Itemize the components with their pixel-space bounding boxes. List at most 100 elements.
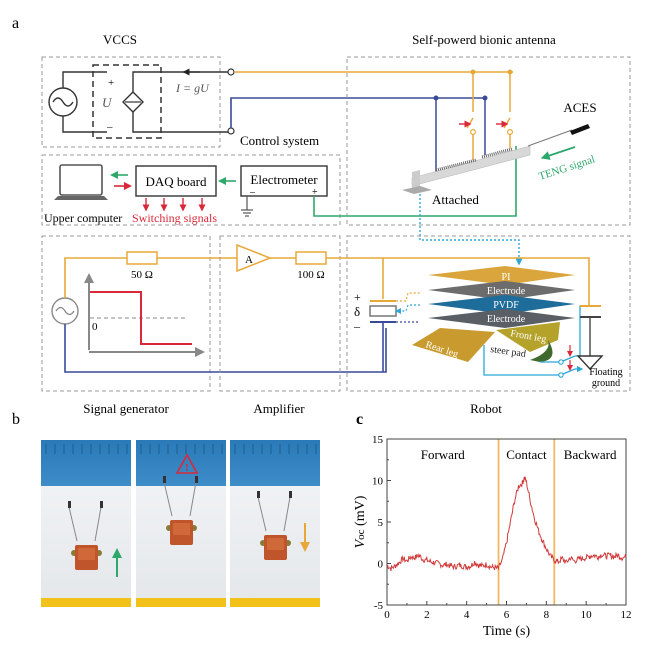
panel-label-c: c: [356, 411, 363, 428]
blue-wall: [230, 440, 320, 486]
navy-drops: [435, 98, 486, 175]
floating-ground-label-2: ground: [592, 378, 620, 389]
ground-icon: [241, 196, 253, 217]
switching-arrows: [142, 198, 206, 212]
orange-amp-wire: [270, 257, 590, 305]
steer-pad-label: steer pad: [490, 344, 527, 360]
yellow-floor-strip: [136, 598, 226, 607]
vccs-section: VCCS + U – I = gU: [41, 32, 235, 148]
cyan-steer-wires: [483, 345, 559, 376]
amplifier-title: Amplifier: [253, 401, 305, 416]
yellow-floor-strip: [230, 598, 320, 607]
x-tick-label: 10: [581, 609, 593, 621]
sine-wave-icon: [52, 97, 74, 107]
y-axis-label: Voc (mV): [353, 495, 368, 548]
vccs-title: VCCS: [103, 32, 137, 47]
x-tick-label: 2: [424, 609, 430, 621]
resistor-100-icon: [295, 251, 327, 265]
layer-pvdf-label: PVDF: [493, 300, 519, 311]
terminal-top: [227, 68, 235, 76]
signal-generator-box: [41, 235, 211, 392]
panel-b-photos: !: [41, 440, 320, 607]
chart-frame: [386, 438, 627, 606]
waveform-zero-label: 0: [92, 321, 98, 333]
y-tick-label: 15: [372, 434, 384, 446]
rear-leg: [412, 328, 495, 362]
piezo-element-icon: [369, 305, 397, 317]
robot-plus: +: [354, 290, 361, 304]
region-label-forward: Forward: [421, 447, 466, 462]
navy-wire-top: [230, 97, 485, 128]
panel-label-a: a: [12, 15, 19, 32]
x-tick-label: 8: [544, 609, 550, 621]
antenna-box: [346, 56, 631, 226]
cyan-dotted-link: [419, 194, 523, 266]
amplifier-triangle-icon: [236, 243, 273, 273]
region-label-backward: Backward: [564, 447, 617, 462]
navy-return-wire: [64, 324, 387, 373]
terminal-bottom: [227, 127, 235, 135]
x-tick-label: 0: [384, 609, 390, 621]
layer-electrode-bottom: [428, 309, 575, 328]
amplifier-box: [219, 235, 341, 392]
y-tick-label: 5: [378, 517, 384, 529]
attached-base: [402, 186, 432, 194]
y-tick-label: 10: [372, 476, 384, 488]
electrometer-minus: –: [249, 187, 256, 198]
control-system-box: [41, 154, 341, 226]
blue-wall: [41, 440, 131, 486]
robot-section: + δ – PI Electrode PVDF Electrode Rear l…: [346, 235, 631, 416]
y-tick-label: -5: [374, 600, 384, 612]
control-system-title: Control system: [240, 133, 319, 148]
teng-arrow-icon: [540, 146, 576, 160]
aces-tip: [570, 124, 590, 135]
vccs-minus: –: [106, 121, 113, 133]
spring-1: [435, 158, 477, 172]
aces-label: ACES: [563, 100, 596, 115]
switch-2-icon: [503, 72, 511, 148]
electrometer-plus: +: [312, 187, 318, 198]
photo-frame-backward: [230, 440, 320, 607]
vccs-input-wires: [62, 71, 107, 133]
upper-computer-label: Upper computer: [44, 211, 122, 225]
signal-generator-title: Signal generator: [83, 401, 169, 416]
x-axis-label: Time (s): [483, 624, 531, 639]
green-teng-wire: [313, 146, 517, 217]
electrometer-box: [240, 165, 328, 197]
x-tick-label: 12: [621, 609, 632, 621]
photo-frame-forward: [41, 440, 131, 607]
photo-frame-contact: !: [136, 440, 226, 607]
dotted-link-mid: [395, 304, 420, 314]
electrometer-label: Electrometer: [250, 172, 318, 187]
resistor-50-label: 50 Ω: [131, 269, 153, 281]
layer-electrode-bottom-label: Electrode: [487, 314, 526, 325]
robot-delta: δ: [354, 304, 360, 319]
control-system-section: Upper computer DAQ board Switching signa…: [41, 146, 517, 226]
steer-pad-shape: [530, 340, 553, 362]
vccs-current-label: I = gU: [175, 81, 210, 95]
vccs-box: [41, 56, 221, 148]
layer-pi-label: PI: [502, 272, 511, 283]
layer-electrode-top: [428, 281, 575, 300]
region-label-contact: Contact: [506, 447, 547, 462]
teng-label: TENG signal: [537, 153, 596, 182]
layer-electrode-top-label: Electrode: [487, 286, 526, 297]
x-tick-label: 6: [504, 609, 510, 621]
attached-label: Attached: [432, 192, 479, 207]
amplifier-label: A: [245, 254, 253, 266]
laptop-base: [54, 196, 108, 200]
yellow-floor-strip: [41, 598, 131, 607]
blue-wall: [136, 440, 226, 486]
front-leg: [496, 322, 560, 352]
resistor-50-icon: [126, 251, 158, 265]
daq-label: DAQ board: [145, 174, 207, 189]
signal-generator-section: 50 Ω 0 Signal generator: [41, 235, 387, 416]
antenna-section: Self-powerd bionic antenna ACES TENG sig…: [346, 32, 631, 266]
layer-pi: [428, 266, 575, 285]
switching-signals-label: Switching signals: [132, 211, 217, 225]
laptop-icon: [59, 164, 103, 196]
dotted-link-top: [396, 292, 420, 302]
amplifier-section: A 100 Ω Amplifier: [219, 235, 590, 416]
